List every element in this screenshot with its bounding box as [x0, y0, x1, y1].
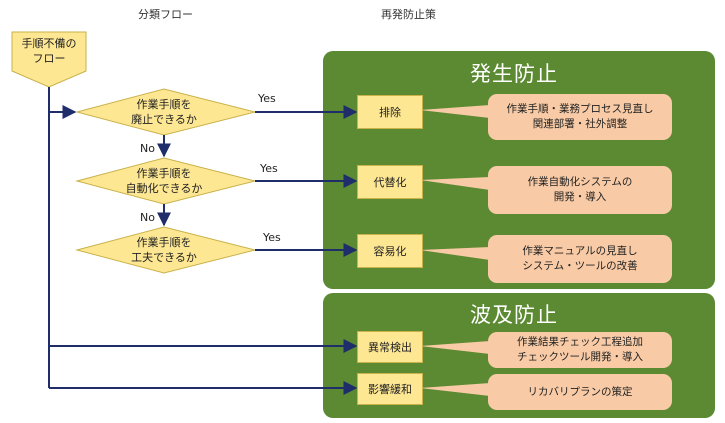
no-label-1: No: [140, 142, 155, 155]
detect-note-line1: 作業結果チェック工程追加: [517, 336, 643, 348]
decision-2-line2: 自動化できるか: [125, 182, 203, 195]
eliminate-note-line2: 関連部署・社外調整: [532, 118, 628, 130]
decision-1-line1: 作業手順を: [136, 98, 192, 111]
detect-note-line2: チェックツール開発・導入: [517, 351, 643, 363]
flow-header: 分類フロー: [138, 8, 193, 21]
no-label-2: No: [140, 211, 155, 224]
decision-1-line2: 廃止できるか: [131, 113, 197, 126]
prevention-header: 再発防止策: [381, 8, 436, 21]
yes-label-1: Yes: [258, 92, 276, 105]
yes-label-3: Yes: [263, 231, 281, 244]
callout-pointer-3: [420, 247, 490, 260]
decision-2-label: 作業手順を 自動化できるか: [104, 166, 224, 196]
measure-mitigate-note: リカバリプランの策定: [488, 374, 672, 410]
simplify-note-line2: システム・ツールの改善: [522, 260, 638, 272]
start-label-line1: 手順不備の: [21, 37, 77, 50]
decision-2-line1: 作業手順を: [136, 167, 192, 180]
measure-mitigate-box: 影響緩和: [357, 373, 423, 405]
decision-1-label: 作業手順を 廃止できるか: [104, 97, 224, 127]
eliminate-note-line1: 作業手順・業務プロセス見直し: [506, 103, 654, 115]
yes-label-2: Yes: [260, 162, 278, 175]
substitute-note-line2: 開発・導入: [553, 191, 607, 203]
measure-eliminate-note: 作業手順・業務プロセス見直し関連部署・社外調整: [488, 94, 672, 140]
measure-detect-note: 作業結果チェック工程追加チェックツール開発・導入: [488, 332, 672, 368]
measure-substitute-box: 代替化: [357, 165, 423, 199]
occurrence-prevention-title: 発生防止: [470, 62, 558, 86]
measure-substitute-note: 作業自動化システムの開発・導入: [488, 166, 672, 214]
callout-pointer-4: [420, 341, 490, 354]
spread-prevention-title: 波及防止: [470, 303, 558, 327]
measure-eliminate-box: 排除: [357, 95, 423, 129]
measure-simplify-box: 容易化: [357, 234, 423, 268]
substitute-note-line1: 作業自動化システムの: [527, 176, 633, 188]
decision-3-line1: 作業手順を: [136, 236, 192, 249]
start-label: 手順不備の フロー: [12, 36, 86, 66]
decision-3-label: 作業手順を 工夫できるか: [104, 235, 224, 265]
simplify-note-line1: 作業マニュアルの見直し: [522, 245, 638, 257]
callout-pointer-2: [420, 177, 490, 190]
start-shape: [11, 31, 87, 88]
decision-3-line2: 工夫できるか: [131, 251, 197, 264]
callout-pointer-1: [420, 105, 490, 118]
mitigate-note-line1: リカバリプランの策定: [527, 385, 633, 398]
measure-simplify-note: 作業マニュアルの見直しシステム・ツールの改善: [488, 235, 672, 283]
callout-pointer-5: [420, 383, 490, 396]
measure-detect-box: 異常検出: [357, 331, 423, 363]
start-label-line2: フロー: [32, 52, 66, 65]
